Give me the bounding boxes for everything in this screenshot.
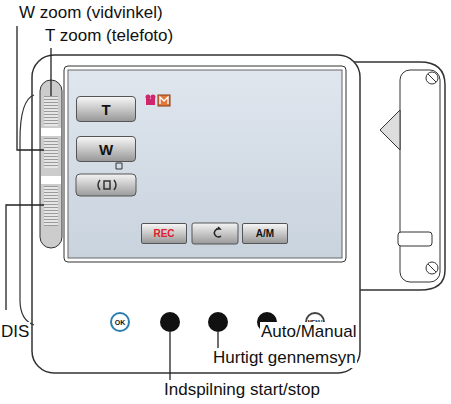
button-text: OK — [115, 319, 126, 326]
callout-label: DIS — [0, 322, 30, 342]
callout-label: Indspilning start/stop — [163, 380, 321, 400]
callout-label: W zoom (vidvinkel) — [18, 3, 164, 23]
button-text: W — [99, 141, 113, 158]
zoom-button: T — [76, 96, 136, 122]
mode-tab: A/M — [242, 223, 288, 244]
callout-label: Auto/Manual — [260, 322, 357, 342]
zoom-button: W — [76, 136, 136, 162]
button-text: A/M — [256, 228, 274, 239]
rec-tab: REC — [141, 223, 187, 244]
callout-label: Hurtigt gennemsyn — [212, 348, 357, 368]
callout-label: T zoom (telefoto) — [44, 26, 174, 46]
button-text: T — [101, 101, 110, 118]
button-text: REC — [153, 228, 174, 239]
ok-button: OK — [110, 312, 130, 332]
